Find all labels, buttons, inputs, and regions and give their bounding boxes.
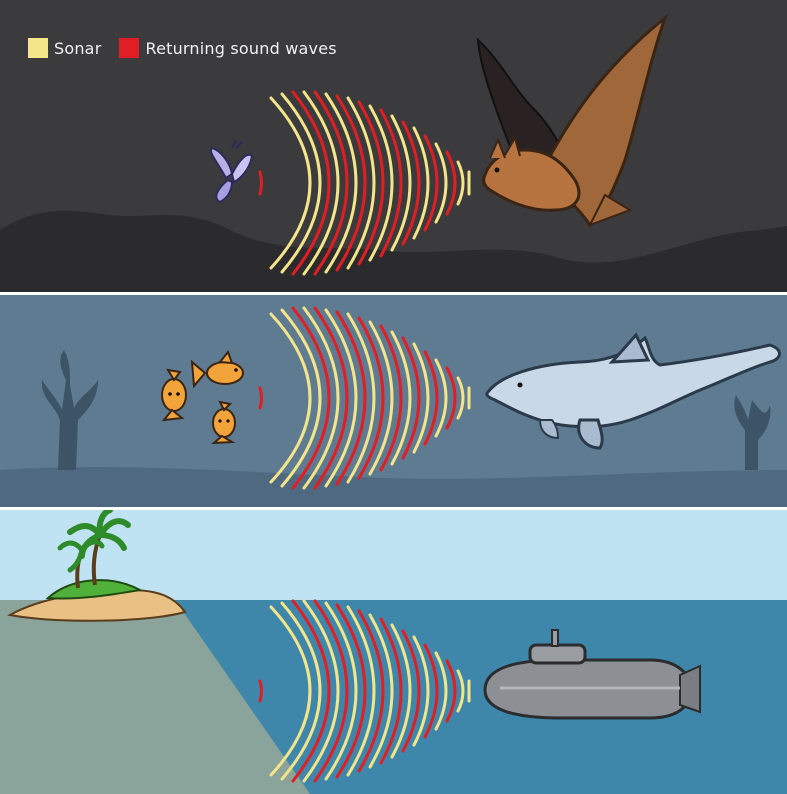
panel-divider	[0, 507, 787, 510]
legend-item-returning: Returning sound waves	[119, 38, 336, 58]
submarine-panel	[0, 510, 787, 794]
sonar-swatch	[28, 38, 48, 58]
legend-item-sonar: Sonar	[28, 38, 101, 58]
returning-swatch	[119, 38, 139, 58]
panel-divider	[0, 292, 787, 295]
dolphin-panel	[0, 295, 787, 510]
legend: Sonar Returning sound waves	[28, 38, 337, 58]
legend-label-returning: Returning sound waves	[145, 39, 336, 58]
legend-label-sonar: Sonar	[54, 39, 101, 58]
